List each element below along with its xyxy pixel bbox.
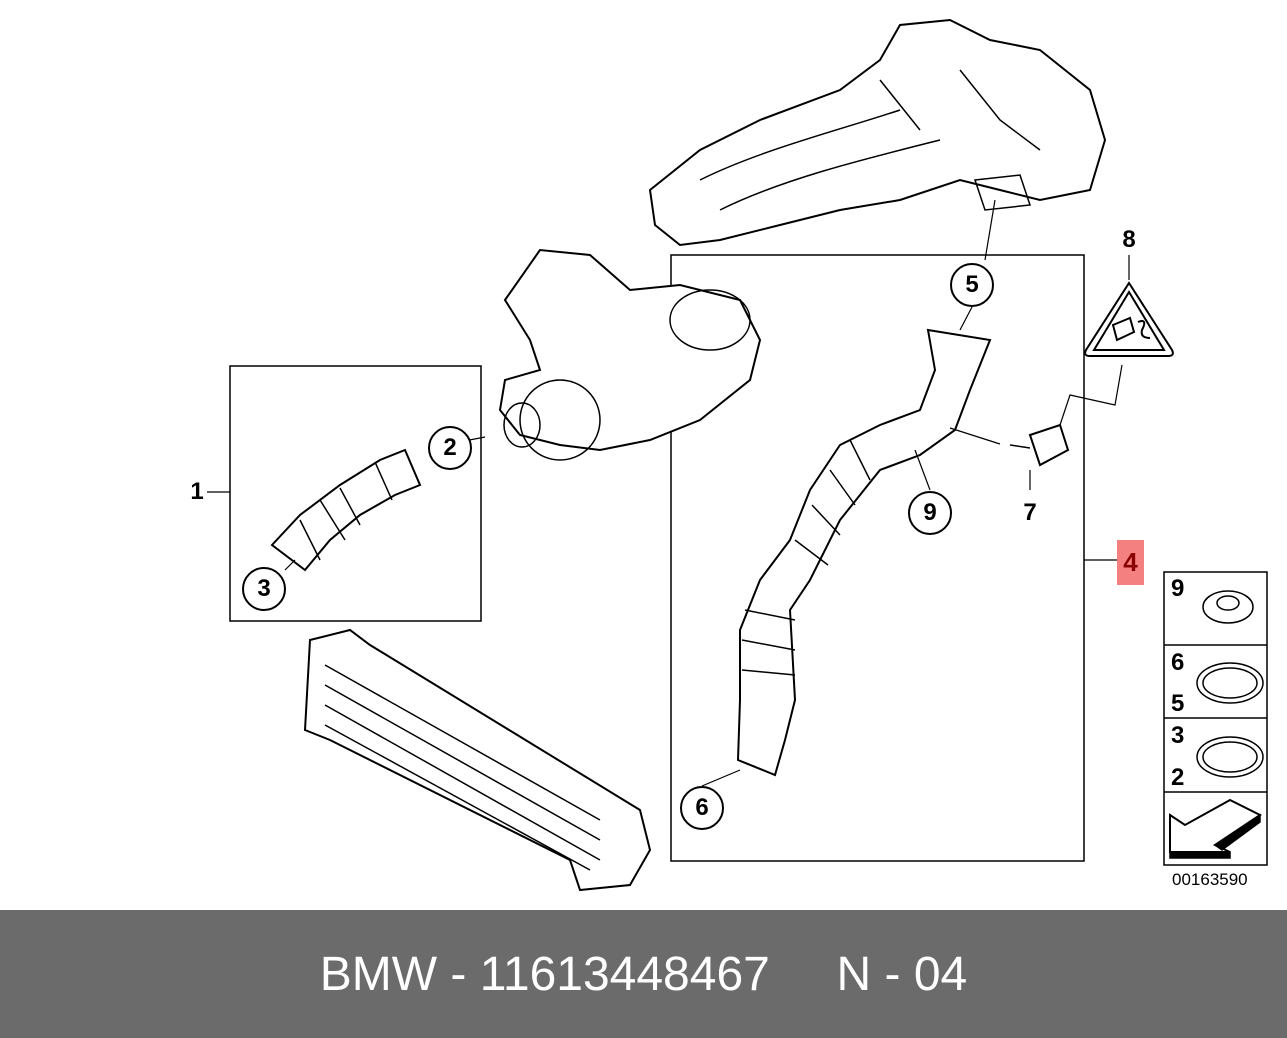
parts-diagram <box>207 18 1268 892</box>
charge-air-hose-1 <box>270 448 422 572</box>
legend-label-2: 2 <box>1171 764 1185 791</box>
callout-8: 8 <box>1122 226 1136 253</box>
group-box-1 <box>229 365 482 622</box>
charge-air-pipe-4 <box>736 328 992 777</box>
legend-label-6: 6 <box>1171 649 1185 676</box>
callout-2: 2 <box>428 426 472 470</box>
callout-9: 9 <box>908 491 952 535</box>
legend-label-9: 9 <box>1171 575 1185 602</box>
callout-4-highlight: 4 <box>1117 540 1144 585</box>
sensor <box>1028 423 1070 467</box>
callout-7: 7 <box>1023 499 1037 526</box>
intake-manifold <box>648 18 1107 247</box>
seal-ring-icon <box>1196 662 1264 704</box>
callout-3: 3 <box>242 567 286 611</box>
legend-label-3: 3 <box>1171 722 1185 749</box>
intercooler <box>303 628 652 892</box>
turbocharger <box>498 248 762 452</box>
callout-1: 1 <box>190 478 204 505</box>
warning-triangle-icon <box>1084 281 1174 357</box>
callout-6: 6 <box>680 786 724 830</box>
group-box-4 <box>670 254 1085 862</box>
legend-label-5: 5 <box>1171 690 1185 717</box>
plug-icon <box>1202 590 1254 624</box>
diagram-code: 00163590 <box>1172 870 1248 889</box>
seal-ring-icon <box>1196 736 1264 778</box>
footer-part-number: BMW - 11613448467 N - 04 <box>0 910 1287 1038</box>
callout-5: 5 <box>950 263 994 307</box>
